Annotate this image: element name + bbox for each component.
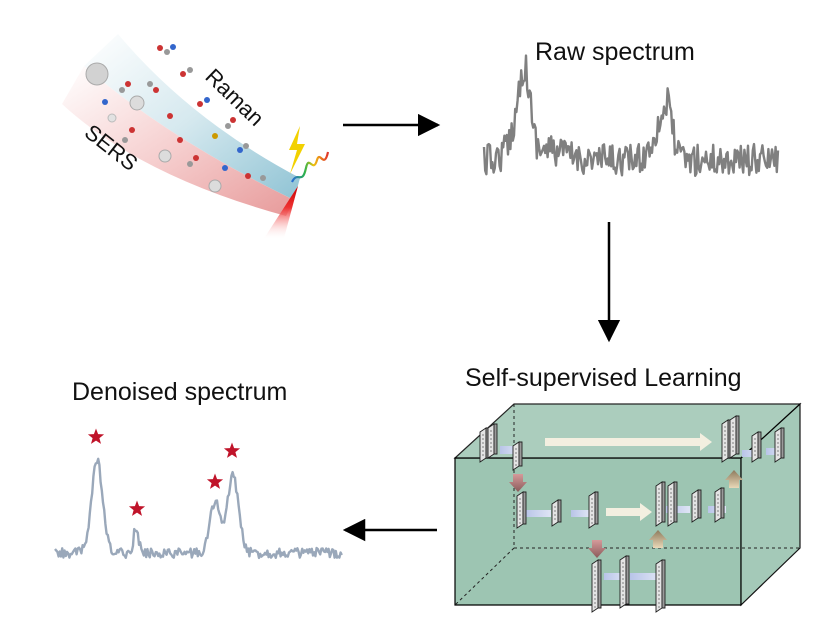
self-supervised-learning-title: Self-supervised Learning [465, 364, 742, 392]
box-hidden-edge [454, 547, 515, 606]
raw-spectrum-title: Raw spectrum [535, 38, 695, 66]
skip-connection-middle [606, 503, 652, 521]
feature-map-layer [714, 487, 725, 523]
feature-map-layer [655, 559, 666, 613]
nanoparticles [85, 62, 222, 193]
feature-map-layer [774, 427, 785, 463]
peak-markers [87, 428, 241, 516]
peak-star-icon [128, 500, 146, 516]
feature-map-layer [729, 415, 740, 459]
feature-map-layer [512, 441, 523, 471]
flow-connector [766, 448, 782, 455]
molecules [102, 44, 266, 181]
flow-connector [500, 446, 520, 454]
feature-map-layer [551, 499, 562, 527]
peak-star-icon [87, 428, 105, 444]
flow-connector [630, 573, 660, 580]
sample-illustration: Raman SERS [62, 34, 330, 240]
scattered-light-icon [291, 151, 330, 183]
feature-map-layer [516, 491, 527, 529]
denoised-spectrum-title: Denoised spectrum [72, 378, 288, 406]
feature-map-layer [619, 555, 630, 609]
feature-map-layer [691, 489, 702, 523]
flow-connector [604, 573, 626, 580]
upsample-arrow [649, 530, 667, 548]
downsample-arrow [588, 540, 606, 558]
feature-map-layer [591, 559, 602, 613]
upsample-arrow [725, 470, 743, 488]
downsample-arrow [509, 474, 527, 492]
lightning-icon [289, 126, 305, 174]
flow-connector [525, 510, 551, 517]
feature-map-layer [655, 481, 666, 527]
network-diagram [453, 402, 802, 613]
network-box-top [453, 403, 802, 459]
raw-spectrum-trace [482, 54, 780, 177]
feature-map-layer [487, 423, 498, 459]
flow-connector [742, 450, 760, 457]
feature-map-layer [667, 481, 678, 527]
peak-star-icon [206, 473, 224, 489]
raman-band [84, 34, 300, 200]
peak-star-icon [223, 442, 241, 458]
flow-connector [571, 510, 589, 517]
feature-map-layer [479, 427, 490, 463]
feature-map-layer [588, 491, 599, 529]
feature-map-layer [751, 431, 762, 463]
skip-connection-top [545, 433, 712, 451]
laser-beam [263, 186, 298, 240]
denoised-spectrum-trace [54, 457, 343, 560]
flow-connector [666, 506, 690, 513]
